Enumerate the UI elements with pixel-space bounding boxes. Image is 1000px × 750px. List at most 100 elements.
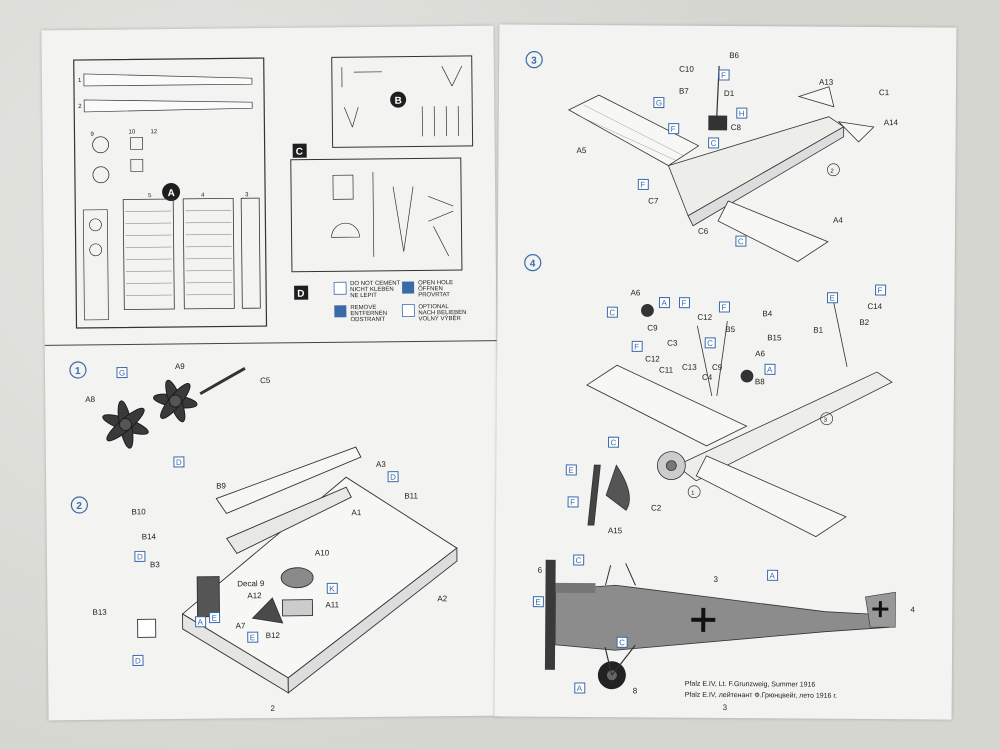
part-label: A12	[247, 591, 262, 600]
part-label: VOLNÝ VÝBĚR	[418, 314, 461, 322]
part-label: DO NOT CEMENT	[350, 281, 401, 288]
part-label: B4	[762, 309, 772, 318]
part-label: OPTIONAL	[418, 304, 449, 310]
part-label: NICHT KLEBEN	[350, 287, 394, 293]
part-label: 6	[538, 566, 543, 575]
part-label: D	[135, 656, 141, 665]
part-label: C12	[645, 354, 660, 363]
part-label: C12	[697, 313, 712, 322]
part-label: F	[640, 180, 645, 189]
part-label: D1	[724, 89, 735, 98]
part-label: F	[721, 303, 726, 312]
part-label: B6	[729, 51, 739, 60]
part-label: A1	[351, 508, 361, 517]
part-label: F	[681, 299, 686, 308]
part-label: Decal 9	[237, 579, 265, 588]
right-page-drawing: 3 B6 C10 F G B7 D1 H C8 F C A13 C1	[524, 51, 915, 712]
part-label: 3	[714, 575, 719, 584]
part-label: B10	[131, 507, 146, 516]
symbol-legend: DO NOT CEMENT NICHT KLEBEN NE LEPIT OPEN…	[333, 280, 466, 323]
part-label: G	[656, 99, 662, 108]
part-label: C10	[679, 65, 694, 74]
part-label: C5	[260, 376, 271, 385]
part-label: C7	[648, 196, 659, 205]
part-label: A10	[315, 548, 330, 557]
part-label: B13	[92, 608, 107, 617]
part-label: C8	[731, 123, 742, 132]
part-label: B3	[150, 560, 160, 569]
part-label: C	[610, 438, 616, 447]
step-1-engine-drawing	[102, 379, 198, 449]
part-label: A	[198, 618, 204, 627]
part-label: 10	[128, 129, 135, 135]
wing-parts: 5 4 3	[122, 192, 261, 310]
part-label: A11	[325, 600, 339, 609]
part-label: A	[661, 299, 667, 308]
part-label: 2	[78, 104, 82, 110]
part-label: E	[568, 466, 573, 475]
sprue-c-marker	[292, 143, 307, 158]
caption-english: Pfalz E.IV, Lt. F.Grunzweig, Summer 1916	[685, 681, 816, 689]
part-label: A13	[819, 78, 834, 87]
part-label: 5	[148, 193, 152, 199]
part-label: 8	[633, 686, 638, 695]
part-label: 3	[245, 192, 249, 198]
step-3-badge	[525, 51, 543, 69]
part-label: C9	[647, 323, 658, 332]
part-label: C6	[698, 227, 709, 236]
part-label: E	[212, 614, 217, 623]
part-label: H	[739, 109, 745, 118]
part-label: A	[168, 188, 175, 199]
part-label: ENTFERNEN	[350, 311, 387, 317]
part-label: 2	[76, 501, 82, 512]
part-label: 2	[830, 169, 834, 175]
part-label: ODSTRANIT	[350, 317, 385, 323]
part-label: G	[119, 369, 125, 378]
part-label: 4	[530, 259, 536, 270]
part-label: 4	[910, 605, 915, 614]
sprue-b-marker	[390, 91, 407, 108]
part-label: A14	[884, 118, 899, 127]
step-2-badge	[70, 496, 88, 514]
part-label: A	[767, 365, 773, 374]
part-label: D	[137, 552, 143, 561]
part-label: ÖFFNEN	[418, 285, 443, 292]
part-label: 3	[723, 703, 728, 712]
part-label: A3	[376, 460, 386, 469]
part-label: B2	[859, 318, 869, 327]
part-label: A7	[236, 621, 246, 630]
part-label: B11	[404, 491, 418, 500]
part-label: C9	[712, 363, 723, 372]
sprue-a-frame	[73, 57, 268, 329]
part-label: D	[176, 458, 182, 467]
part-label: PROVRTAT	[418, 292, 450, 298]
part-label: REMOVE	[350, 305, 376, 311]
part-label: C	[576, 556, 582, 565]
part-label: B5	[725, 325, 735, 334]
part-label: F	[570, 498, 575, 507]
step-2-fuselage-drawing	[137, 446, 458, 694]
part-label: C13	[682, 363, 697, 372]
part-label: A8	[85, 395, 95, 404]
part-label: 4	[201, 193, 205, 199]
step-4-badge	[524, 254, 542, 272]
sprue-b-frame	[331, 55, 474, 148]
part-label: NACH BELIEBEN	[418, 310, 466, 317]
part-label: NE LEPIT	[350, 293, 377, 299]
part-label: C	[609, 308, 615, 317]
instruction-page-left: 1 2 9 10 12 A	[41, 25, 501, 721]
part-label: B	[395, 96, 402, 107]
sprue-d-marker	[294, 285, 309, 300]
part-label: K	[329, 584, 335, 593]
engine-parts: 9 10 12	[90, 129, 158, 184]
part-label: E	[250, 633, 255, 642]
long-part-1	[83, 73, 253, 87]
part-label: F	[721, 71, 726, 80]
part-label: F	[634, 342, 639, 351]
part-label: B14	[142, 532, 157, 541]
part-label: C14	[867, 302, 882, 311]
part-label: F	[878, 286, 883, 295]
part-label: C	[707, 339, 713, 348]
part-label: B1	[813, 326, 823, 335]
part-label: F	[671, 125, 676, 134]
